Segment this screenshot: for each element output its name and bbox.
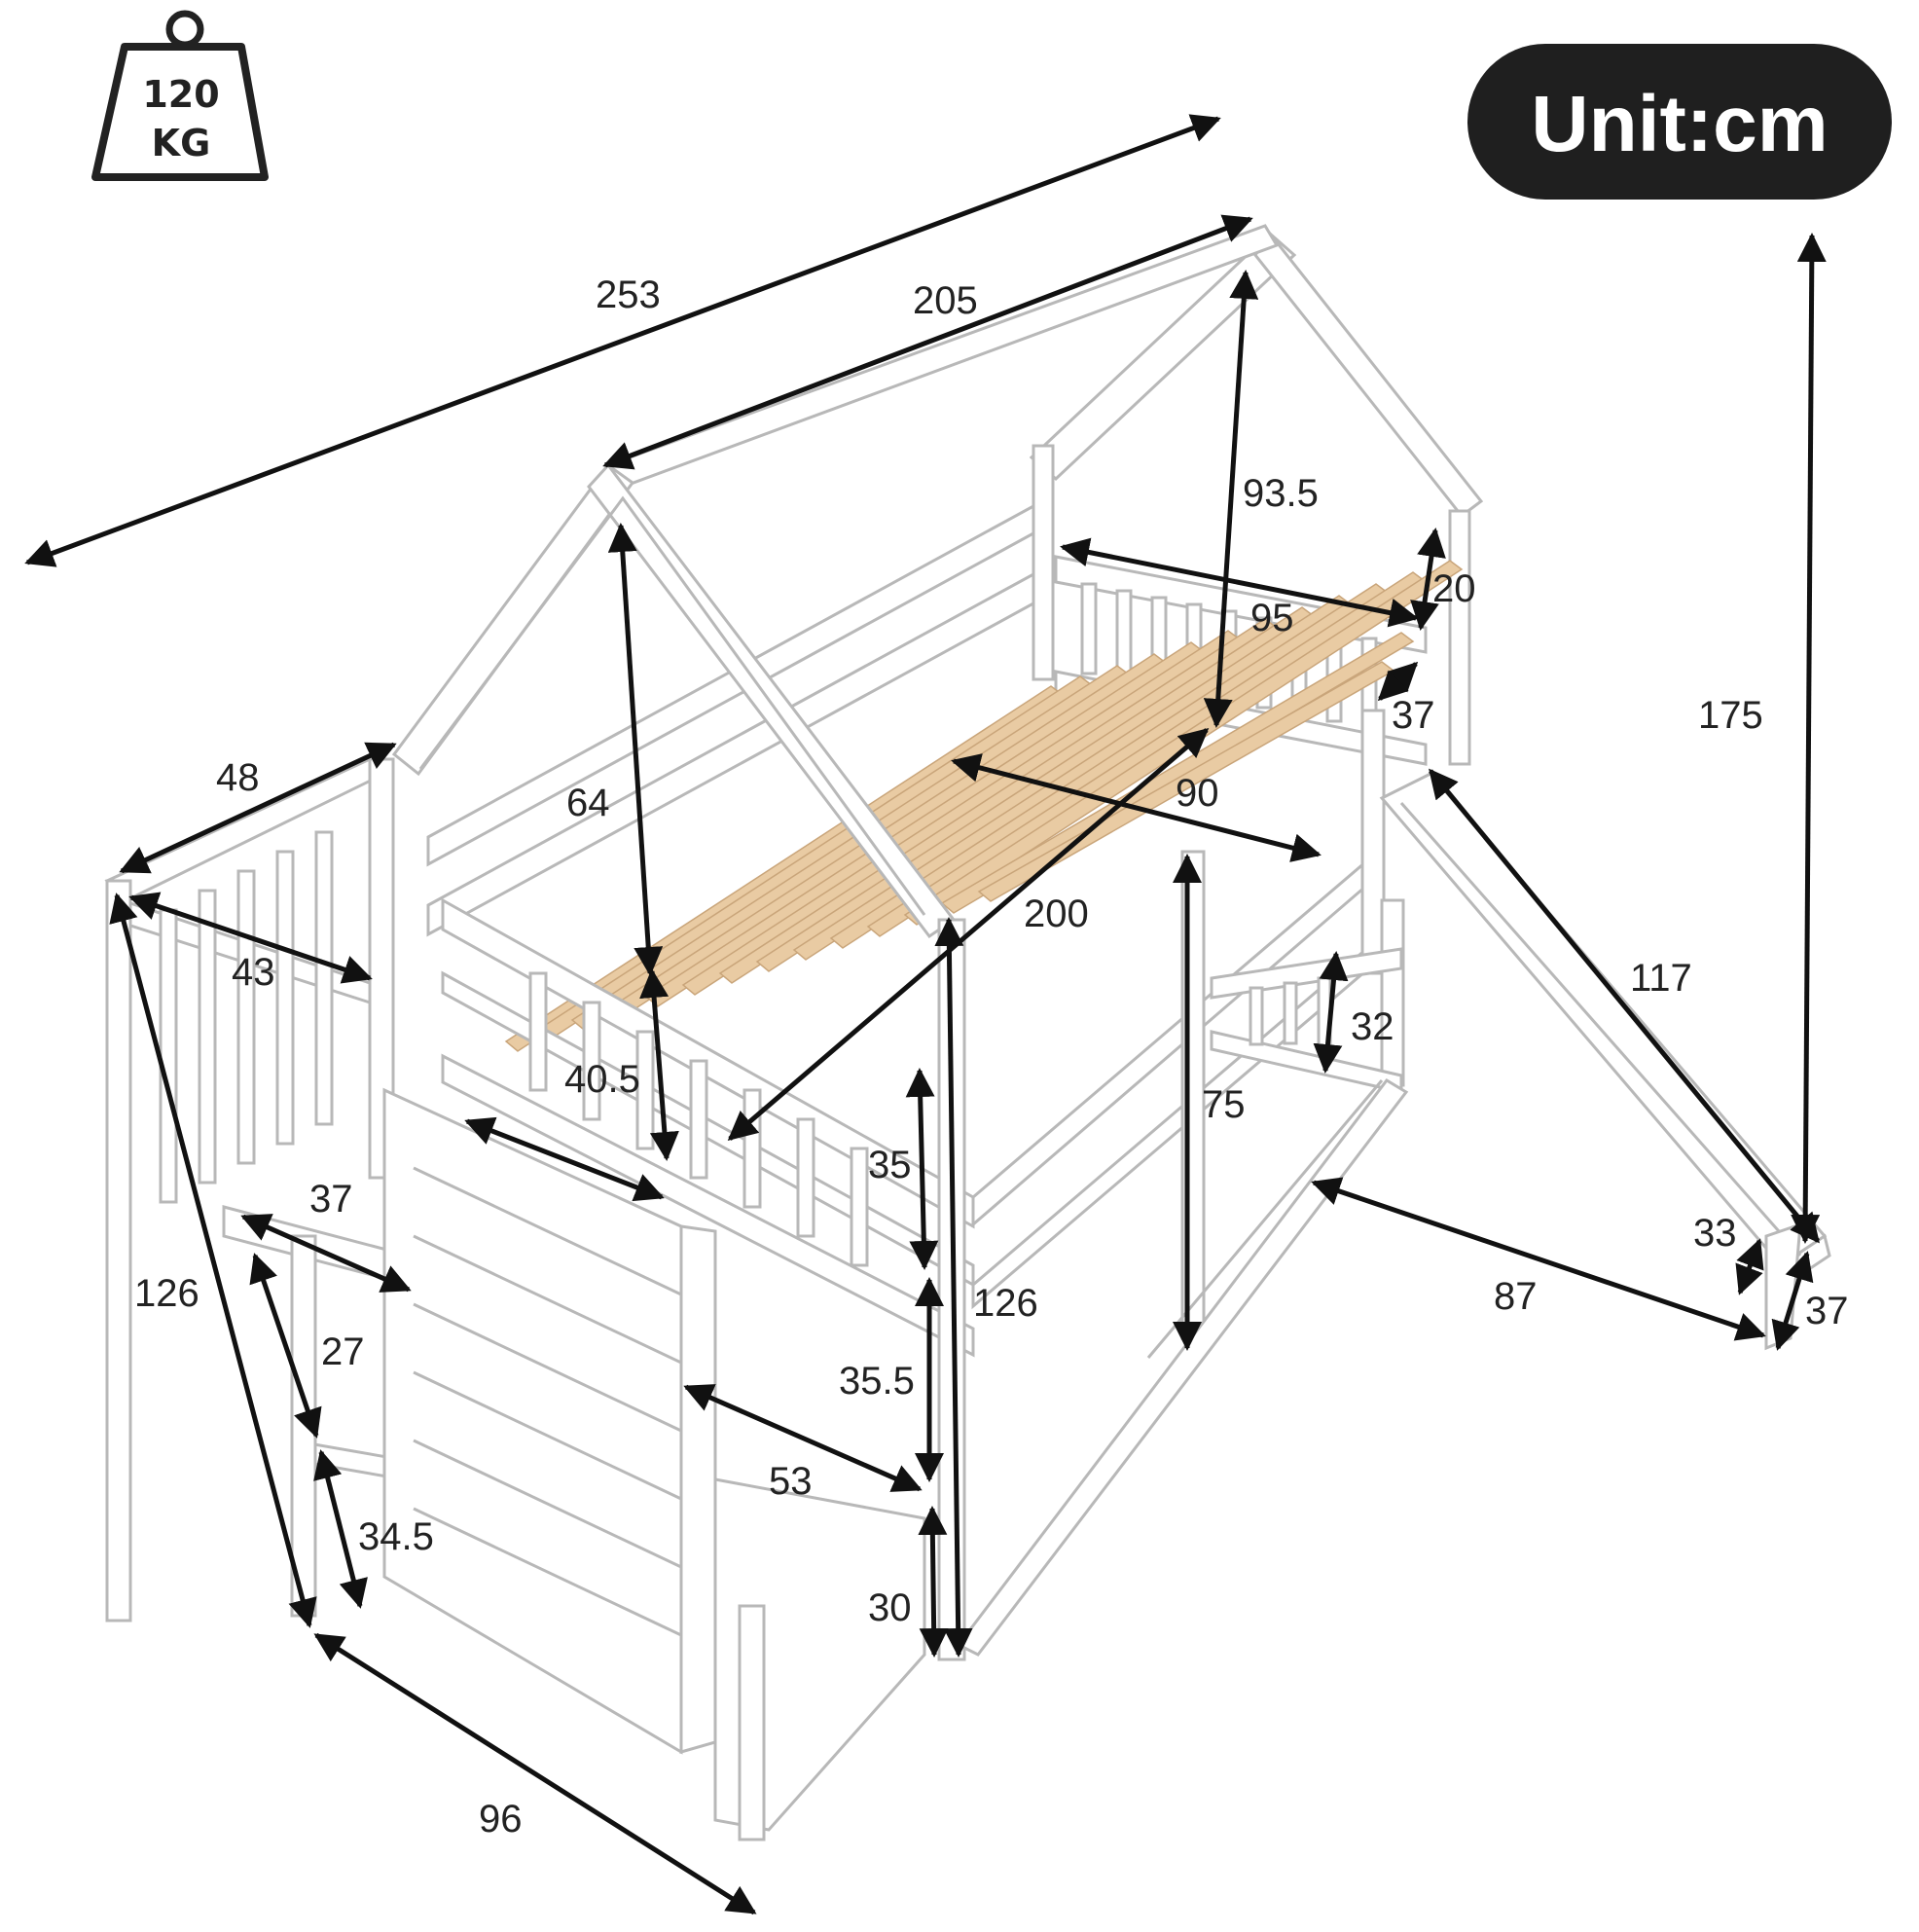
label-total-height: 175 (1698, 694, 1763, 737)
arrow-headboard-height (1410, 528, 1446, 631)
arrow-guard-rail-height (639, 968, 679, 1161)
label-mattress-length: 200 (1024, 893, 1089, 935)
unit-badge: Unit:cm (1467, 44, 1892, 200)
arrow-step-height (249, 1253, 322, 1439)
weight-icon (91, 10, 269, 181)
label-drawer-depth: 53 (769, 1460, 813, 1503)
label-step-depth: 37 (309, 1178, 353, 1221)
arrow-slide-base-distance (1311, 1177, 1766, 1341)
arrow-roof-peak-height (1203, 270, 1259, 728)
stair-box (382, 1087, 926, 1841)
label-slide-end-height: 33 (1693, 1212, 1737, 1255)
label-bottom-clearance: 30 (868, 1586, 912, 1629)
arrow-guard-gap (1377, 661, 1419, 702)
dimension-arrows (24, 114, 1827, 1915)
unit-badge-label: Unit:cm (1531, 80, 1828, 168)
label-slide-width: 37 (1805, 1290, 1849, 1332)
arrow-tower-width (119, 742, 397, 874)
arrow-roof-length (602, 214, 1253, 470)
arrow-headboard-rail (1060, 537, 1419, 628)
arrow-stair-depth (313, 1632, 757, 1915)
arrow-loft-height-full (934, 917, 973, 1658)
arrow-stair-lower-height (313, 1449, 368, 1609)
label-roof-peak-height: 93.5 (1243, 472, 1319, 515)
label-step-height: 27 (321, 1331, 365, 1373)
label-stair-lower-height: 34.5 (358, 1515, 434, 1558)
arrow-slide-end-height (1735, 1238, 1764, 1295)
label-mattress-width: 90 (1176, 772, 1219, 815)
label-tower-width: 48 (216, 756, 260, 799)
label-roof-height: 64 (566, 782, 610, 824)
arrow-slide-side-rail (1313, 951, 1349, 1074)
label-guard-rail-length: 40.5 (564, 1058, 640, 1101)
label-tower-height: 126 (134, 1272, 199, 1315)
dimension-labels: 253 205 93.5 95 20 37 90 200 48 43 64 40… (134, 273, 1849, 1841)
arrow-guard-rail-length (464, 1116, 665, 1202)
lower-guard (1210, 947, 1403, 1094)
label-headboard-rail-length: 95 (1250, 597, 1294, 639)
unit-badge-background (1467, 44, 1892, 200)
label-loft-height: 126 (973, 1282, 1038, 1325)
arrow-total-height (1791, 233, 1827, 1244)
label-slide-base-distance: 87 (1494, 1275, 1538, 1318)
label-stair-depth: 96 (479, 1798, 523, 1841)
label-total-length: 253 (596, 273, 661, 316)
label-slide-side-rail-height: 32 (1351, 1005, 1394, 1048)
label-guard-rail-height: 35 (868, 1144, 912, 1186)
arrow-loft-height (905, 1068, 939, 1270)
weight-unit: KG (152, 122, 211, 164)
label-slide-length: 117 (1630, 957, 1692, 1000)
weight-value: 120 (142, 73, 219, 116)
label-guard-gap: 37 (1392, 694, 1435, 737)
arrow-slide-width (1771, 1251, 1814, 1351)
label-headboard-rail-height: 20 (1432, 567, 1476, 610)
arrow-slide-length (1429, 768, 1820, 1244)
arrow-step-depth (240, 1214, 412, 1293)
arrow-tower-height (109, 893, 317, 1628)
label-under-bed-height: 75 (1202, 1083, 1246, 1126)
arrow-drawer-depth (683, 1384, 923, 1492)
label-drawer-height: 35.5 (839, 1360, 915, 1403)
arrow-roof-height (607, 523, 664, 976)
bed-illustration (104, 224, 1831, 1841)
label-tower-inner-width: 43 (232, 951, 275, 994)
arrow-bottom-clearance (918, 1506, 949, 1658)
label-roof-length: 205 (913, 279, 978, 322)
weight-badge: 120 KG (91, 10, 269, 181)
slide (1379, 772, 1831, 1351)
